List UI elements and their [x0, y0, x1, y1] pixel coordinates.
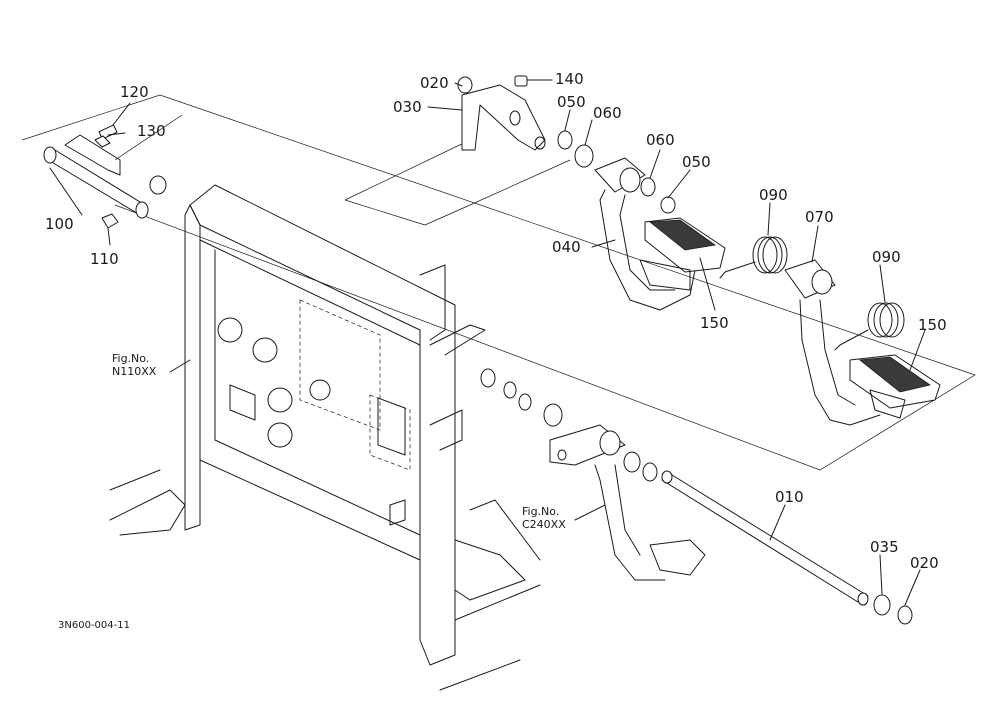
figure-ref-line2: N110XX — [112, 365, 157, 378]
figure-reference-c240xx: Fig.No. C240XX — [522, 505, 566, 531]
callout-label: 140 — [555, 70, 584, 88]
figure-ref-line2: C240XX — [522, 518, 566, 531]
callout-label: 040 — [552, 238, 581, 256]
pivot-bracket-assembly — [43, 124, 167, 229]
callout-label: 020 — [420, 74, 449, 92]
callout-label: 150 — [700, 314, 729, 332]
callout-label: 050 — [682, 153, 711, 171]
callout-label: 035 — [870, 538, 899, 556]
figure-ref-line1: Fig.No. — [522, 505, 560, 518]
pedal-bracket — [457, 75, 546, 151]
return-springs — [719, 236, 905, 351]
callout-leaders — [49, 79, 926, 606]
dash-panel-frame — [109, 184, 541, 691]
callout-label: 090 — [759, 186, 788, 204]
figure-ref-line1: Fig.No. — [112, 352, 150, 365]
callout-label: 090 — [872, 248, 901, 266]
callout-label: 070 — [805, 208, 834, 226]
assembly-boundary-lines — [21, 94, 976, 471]
callout-label: 030 — [393, 98, 422, 116]
callout-label: 060 — [593, 104, 622, 122]
drawing-code: 3N600-004-11 — [58, 620, 130, 631]
pedal-040 — [557, 130, 726, 311]
callout-label: 110 — [90, 250, 119, 268]
callout-label: 060 — [646, 131, 675, 149]
callout-label: 100 — [45, 215, 74, 233]
pedal-070 — [784, 259, 941, 426]
callout-label: 130 — [137, 122, 166, 140]
figure-reference-n110xx: Fig.No. N110XX — [112, 352, 156, 378]
lower-pedal-assembly — [480, 368, 913, 625]
callout-label: 050 — [557, 93, 586, 111]
callout-label: 120 — [120, 83, 149, 101]
callout-label: 150 — [918, 316, 947, 334]
callout-label: 020 — [910, 554, 939, 572]
callout-label: 010 — [775, 488, 804, 506]
